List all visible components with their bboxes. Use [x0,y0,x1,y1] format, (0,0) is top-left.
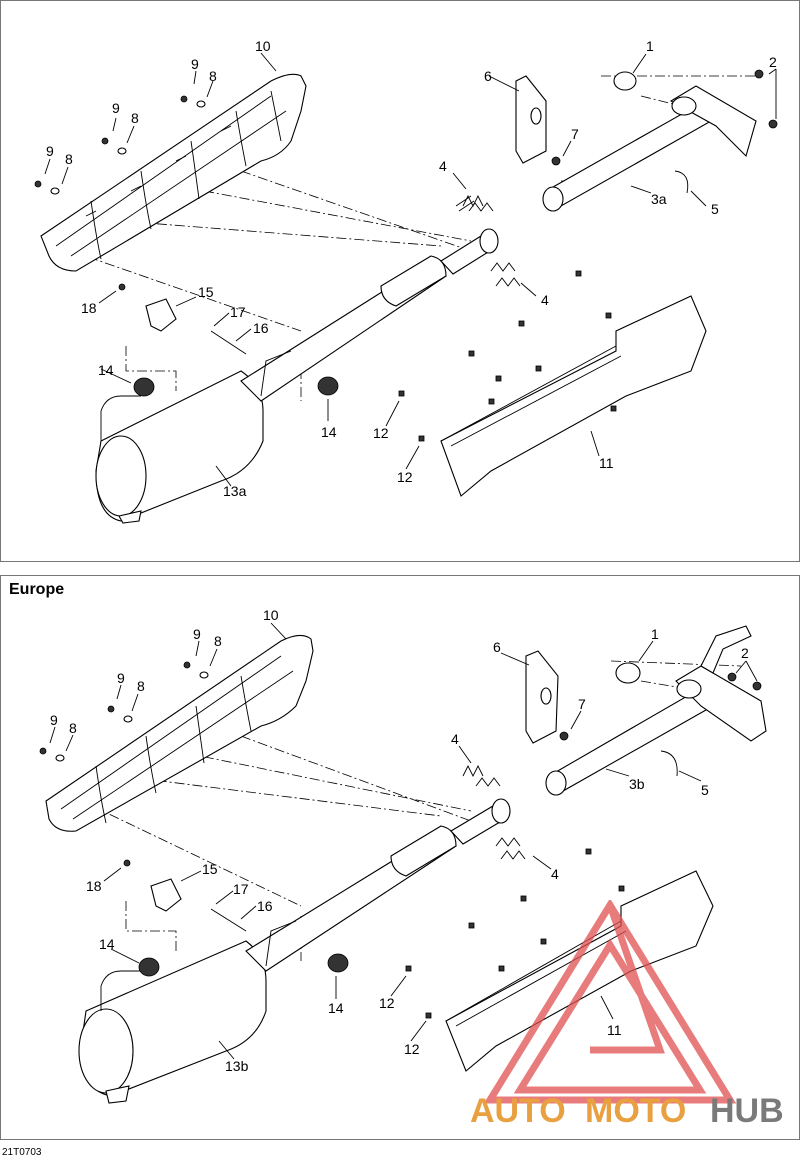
callout-9b: 9 [112,100,120,116]
callout-14a: 14 [99,936,115,952]
callout-7: 7 [571,126,579,142]
callout-10: 10 [255,38,271,54]
section-title: Europe [9,581,65,598]
callout-11: 11 [599,455,614,471]
callout-9c: 9 [50,712,58,728]
callout-11: 11 [607,1022,622,1038]
bolt-16 [210,908,247,932]
callout-8a: 8 [209,68,217,84]
clips-12 [405,848,625,1019]
callout-12b: 12 [397,469,413,485]
hose-5 [674,170,689,194]
callout-1: 1 [651,626,659,642]
heat-shield-10 [40,73,307,272]
callout-8c: 8 [65,151,73,167]
muffler-13a [95,228,499,524]
callout-8c: 8 [69,720,77,736]
callout-4a: 4 [451,731,459,747]
callout-15: 15 [198,284,214,300]
nut-2b [768,119,778,129]
muffler-13b [78,798,511,1104]
watermark-text-auto: AUTO [470,1092,566,1130]
callout-13b: 13b [225,1058,249,1074]
callout-3a: 3a [651,191,667,207]
callout-6: 6 [493,639,501,655]
callout-12b: 12 [404,1041,420,1057]
heat-shield-10 [45,634,314,832]
callout-13a: 13a [223,483,247,499]
bolt-7 [559,731,569,741]
diagram-panel-standard: 1 2 3a 4 4 5 6 7 8 8 8 9 9 9 10 11 12 12… [0,0,800,562]
watermark-text-hub: HUB [710,1092,784,1130]
callout-14a: 14 [98,362,114,378]
callout-1: 1 [646,38,654,54]
callout-9a: 9 [191,56,199,72]
leader-lines [44,52,777,487]
callout-2: 2 [741,645,749,661]
exhaust-diagram-standard: 1 2 3a 4 4 5 6 7 8 8 8 9 9 9 10 11 12 12… [34,38,778,524]
callout-12a: 12 [379,995,395,1011]
callout-18: 18 [81,300,97,316]
callout-15: 15 [202,861,218,877]
callout-18: 18 [86,878,102,894]
exhaust-diagram-europe: 1 2 3b 4 4 5 6 7 8 8 8 9 9 9 10 11 12 12… [39,607,767,1104]
nut-18 [118,283,126,291]
gasket-1 [613,71,637,91]
nut-2a [727,672,737,682]
callout-8b: 8 [131,110,139,126]
rubber-mount-14b [327,953,349,973]
callout-16: 16 [253,320,269,336]
rubber-mount-14a [138,957,160,977]
callout-10: 10 [263,607,279,623]
fasteners-8-9 [39,661,209,762]
callout-4b: 4 [541,292,549,308]
callout-2: 2 [769,54,777,70]
clips-12 [398,270,617,442]
callout-17: 17 [233,881,249,897]
automotohub-watermark: AUTO MOTO HUB [470,900,784,1130]
watermark-logo [483,900,737,1104]
gasket-1 [615,662,641,684]
exhaust-pipe-3a [542,85,757,212]
callout-9b: 9 [117,670,125,686]
callout-4b: 4 [551,866,559,882]
callout-5: 5 [711,201,719,217]
springs-4 [455,194,521,287]
bolt-7 [551,156,561,166]
heat-shield-11 [440,295,707,497]
callout-3b: 3b [629,776,645,792]
callout-14b: 14 [328,1000,344,1016]
nut-18 [123,859,131,867]
rubber-mount-14b [317,376,339,396]
rubber-mount-14a [133,377,155,397]
nut-2b [752,681,762,691]
callout-16: 16 [257,898,273,914]
leader-lines [49,622,758,1060]
nut-2a [754,69,764,79]
callout-17: 17 [230,304,246,320]
bracket-15 [145,298,177,332]
callout-12a: 12 [373,425,389,441]
figure-code: 21T0703 [2,1147,42,1158]
bracket-15 [150,878,182,912]
callout-6: 6 [484,68,492,84]
exhaust-pipe-3b [545,625,767,796]
callout-4a: 4 [439,158,447,174]
watermark-text-moto: MOTO [585,1092,686,1130]
springs-4 [462,764,526,860]
fasteners-8-9 [34,95,206,195]
callout-8a: 8 [214,633,222,649]
callout-8b: 8 [137,678,145,694]
callout-5: 5 [701,782,709,798]
callout-9c: 9 [46,143,54,159]
callout-9a: 9 [193,626,201,642]
diagram-panel-europe: Europe [0,575,800,1140]
callout-14b: 14 [321,424,337,440]
callout-7: 7 [578,696,586,712]
bolt-16 [210,330,247,355]
hose-5 [660,750,678,777]
heat-shield-11 [445,870,714,1072]
